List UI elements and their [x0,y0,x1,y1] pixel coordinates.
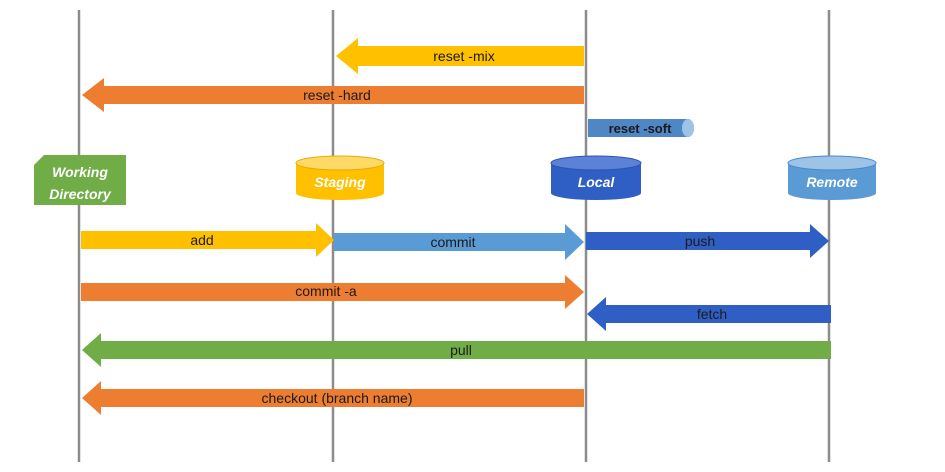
local-label: Local [578,174,616,190]
checkout-label: checkout (branch name) [262,390,413,406]
checkout-arrow: checkout (branch name) [82,381,584,415]
working-directory-label-line1: Working [52,164,108,180]
commit-label: commit [430,234,475,250]
fetch-label: fetch [697,306,727,322]
staging-node: Staging [295,155,385,200]
pull-arrow: pull [82,333,831,367]
add-label: add [190,232,213,248]
reset-mix-arrow: reset -mix [336,38,584,74]
remote-label: Remote [806,174,858,190]
reset-hard-arrow: reset -hard [82,78,584,112]
reset-mix-label: reset -mix [433,48,494,64]
reset-soft-shape: reset -soft [588,119,694,137]
reset-soft-label: reset -soft [609,121,673,136]
fetch-arrow: fetch [587,297,831,331]
commit-a-label: commit -a [295,283,357,299]
push-label: push [685,233,715,249]
local-node: Local [550,155,642,200]
reset-hard-label: reset -hard [303,87,371,103]
pull-label: pull [450,342,472,358]
add-arrow: add [81,223,334,257]
working-directory-node: Working Directory [34,155,126,205]
staging-label: Staging [314,174,366,190]
commit-arrow: commit [334,224,584,260]
push-arrow: push [586,224,829,258]
working-directory-label-line2: Directory [49,186,112,202]
remote-node: Remote [787,155,877,200]
commit-a-arrow: commit -a [81,275,584,309]
